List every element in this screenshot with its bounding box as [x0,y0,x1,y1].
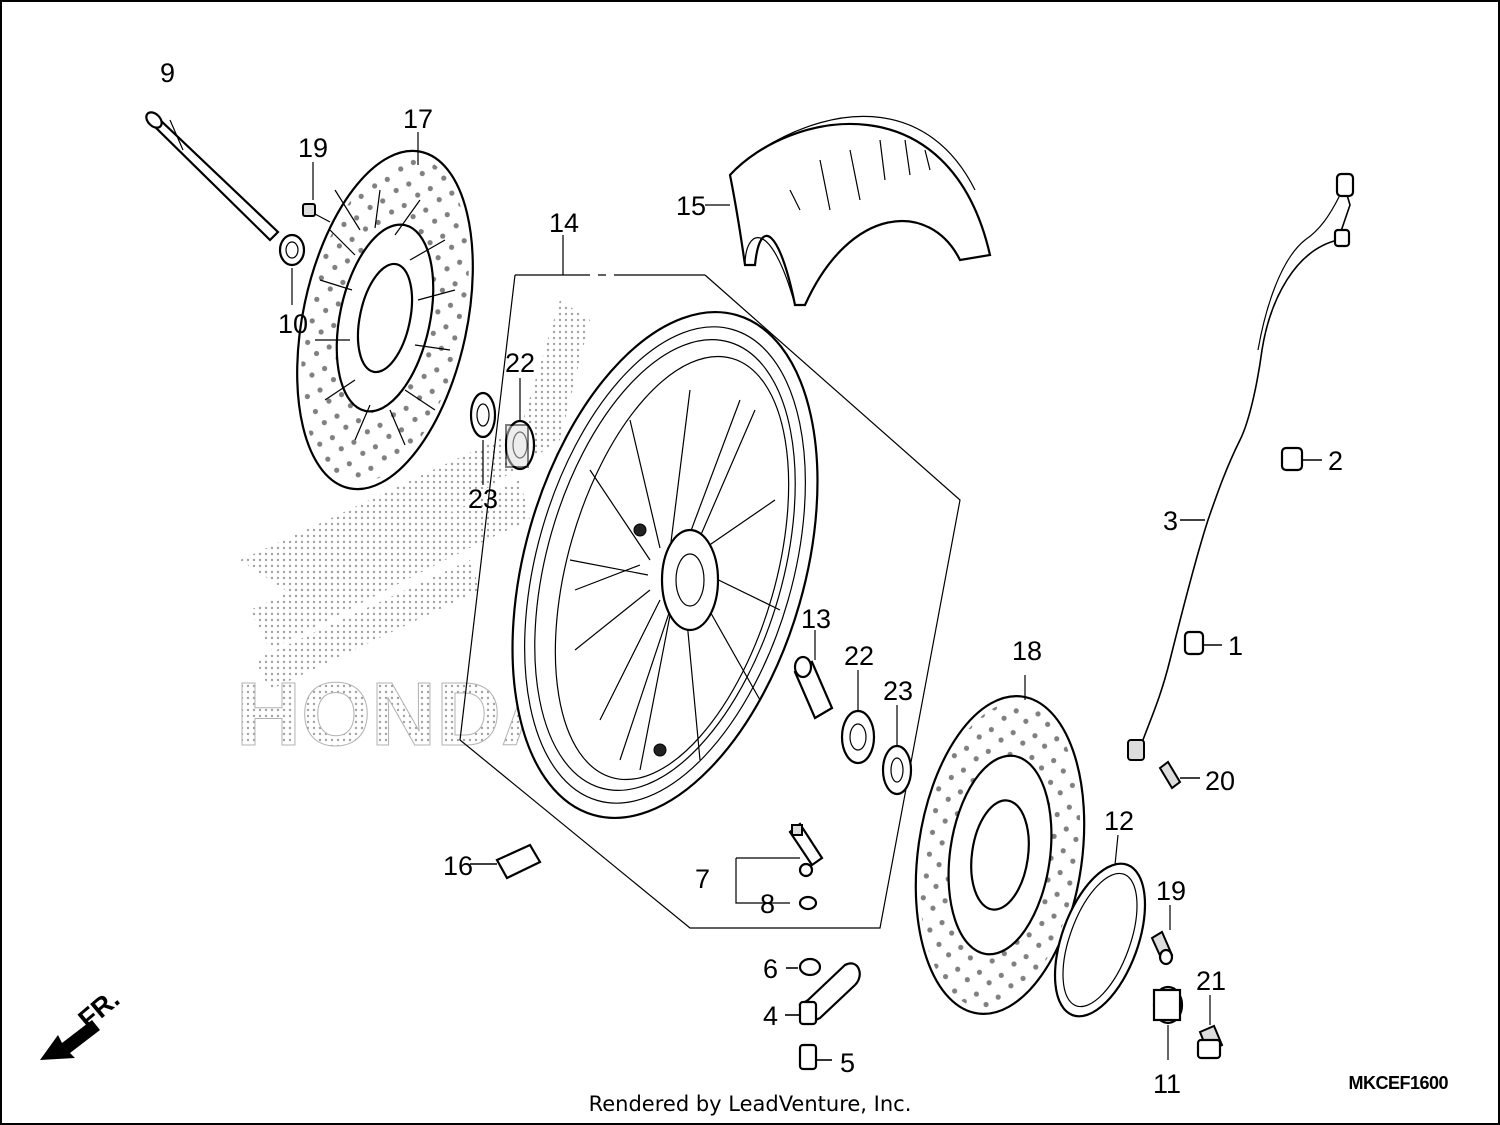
bearing-right [840,670,876,765]
watermark-text: HONDA [236,665,566,765]
sensor-bolt [1158,760,1200,790]
callout-19-right: 19 [1156,876,1186,906]
callout-11: 11 [1153,1069,1181,1099]
callout-1: 1 [1228,631,1243,661]
leader-lines [291,132,730,485]
front-direction-arrow: FR. [40,984,125,1060]
callout-23-right: 23 [883,676,913,706]
callout-2: 2 [1328,446,1343,476]
callout-19-left: 19 [298,133,328,163]
callout-17: 17 [403,104,433,134]
axle-bolt [1196,995,1224,1060]
bearing-left [504,419,536,471]
front-wheel-rim [511,311,819,819]
callout-labels: 1 2 3 4 5 6 7 8 9 10 11 12 13 14 15 16 1… [160,58,1343,1099]
cable-clamp [1280,446,1322,472]
render-credit: Rendered by LeadVenture, Inc. [588,1092,912,1116]
collar-right [1152,985,1184,1060]
front-axle [145,111,280,242]
brake-disc-left [296,149,474,491]
callout-21: 21 [1196,966,1226,996]
diagram-code: MKCEF1600 [1348,1073,1448,1093]
callout-8: 8 [760,889,775,919]
disc-bolt-left [302,203,331,223]
callout-3: 3 [1163,506,1178,536]
callout-22-left: 22 [505,348,535,378]
callout-20: 20 [1205,766,1235,796]
callout-18: 18 [1012,636,1042,666]
distance-collar [793,630,834,720]
direction-label: FR. [73,984,126,1035]
dust-seal-right [881,705,913,796]
callout-9: 9 [160,58,175,88]
axle-collar [278,233,306,267]
brake-disc-right [914,675,1086,1015]
callout-16: 16 [443,851,473,881]
honda-watermark: HONDA [236,300,590,766]
callout-13: 13 [801,604,831,634]
speed-sensor-parts [785,957,861,1071]
callout-22-right: 22 [844,641,874,671]
callout-6: 6 [763,954,778,984]
cable-grommet [1183,630,1222,656]
pulser-ring [1053,834,1147,1018]
wheel-speed-sensor-cable [1127,172,1355,761]
callout-4: 4 [763,1001,778,1031]
callout-23-left: 23 [468,484,498,514]
disc-bolt-right [1150,905,1174,966]
tire [728,115,992,307]
balance-weight [470,843,542,880]
dust-seal-left [469,391,497,439]
wheel-bracket [459,274,961,929]
callout-15: 15 [676,191,706,221]
tire-valve [735,822,824,911]
callout-10: 10 [278,309,308,339]
callout-5: 5 [840,1048,855,1078]
callout-7: 7 [695,864,710,894]
callout-12: 12 [1104,806,1134,836]
callout-14: 14 [549,208,579,238]
